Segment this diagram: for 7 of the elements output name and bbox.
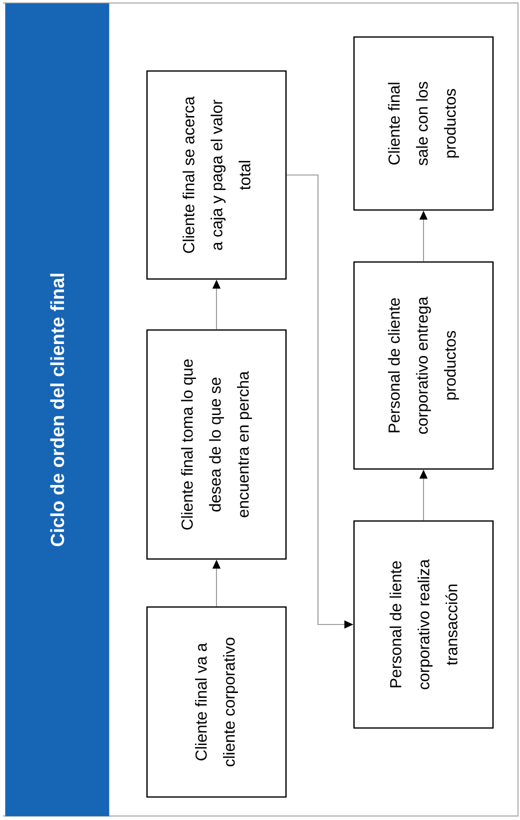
process-box: Personal de cliente corporativo entrega productos — [353, 261, 494, 470]
process-box: Personal de liente corporativo realiza transacción — [353, 520, 494, 729]
process-box: Cliente final va a cliente corporativo — [146, 606, 287, 798]
title-band: Ciclo de orden del cliente final — [5, 3, 110, 816]
process-box: Cliente final sale con los productos — [353, 36, 494, 211]
process-box: Cliente final toma lo que desea de lo que se encuentra en percha — [146, 329, 287, 560]
process-box: Cliente final se acerca a caja y paga el valor total — [146, 70, 287, 280]
